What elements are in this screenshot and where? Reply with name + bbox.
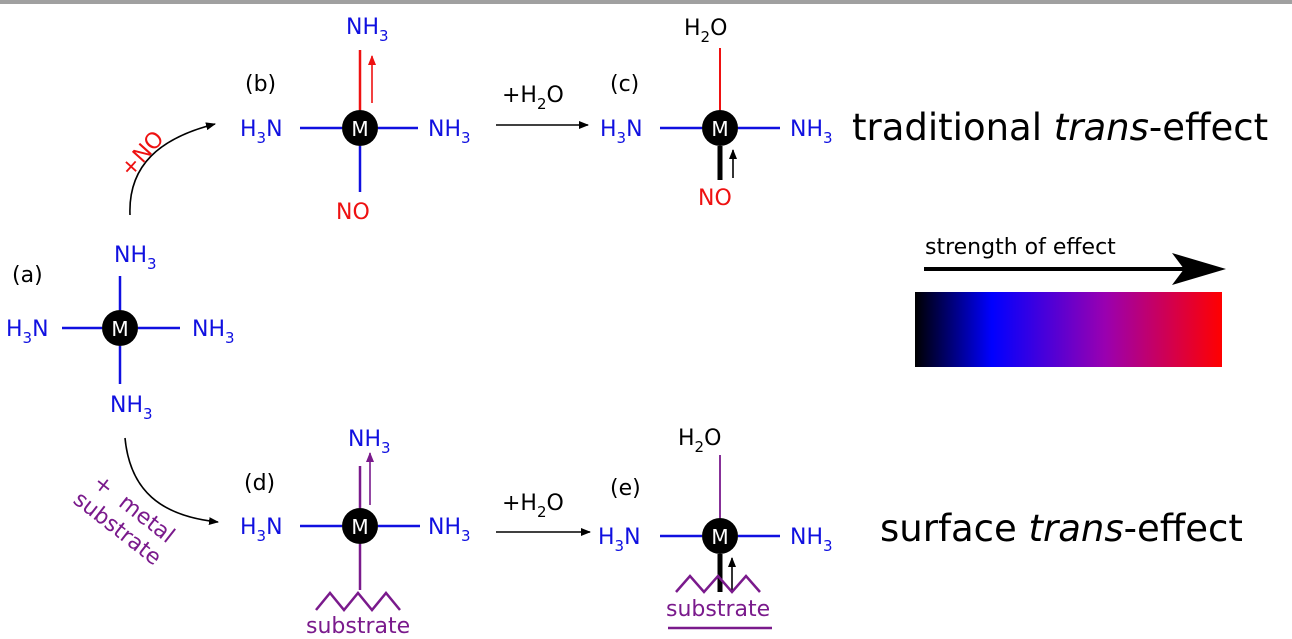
- complex-b: (b) M NH3 NO H3N NH3: [240, 15, 471, 225]
- reagent-plus-water-bottom: +H2O: [502, 491, 564, 521]
- complex-c: (c) M H2O NO H3N NH3: [600, 16, 833, 211]
- ligand-a-bottom: NH3: [110, 393, 153, 423]
- ligand-d-left: H3N: [240, 515, 283, 545]
- top-rule: [0, 0, 1292, 4]
- curved-arrow-icon: [124, 437, 219, 526]
- label-b: (b): [245, 72, 276, 97]
- metal-atom-icon: M: [702, 518, 738, 554]
- ligand-c-bottom: NO: [698, 186, 732, 211]
- straight-arrow-icon: [1172, 253, 1226, 285]
- label-d: (d): [244, 471, 275, 496]
- ligand-a-left: H3N: [6, 317, 49, 347]
- substrate-label-d: substrate: [306, 614, 410, 639]
- zigzag-surface-icon: [315, 591, 401, 612]
- label-a: (a): [12, 263, 43, 288]
- ligand-d-top: NH3: [348, 427, 391, 457]
- ligand-b-top: NH3: [346, 15, 389, 45]
- metal-atom-icon: M: [342, 508, 378, 544]
- label-e: (e): [610, 476, 641, 501]
- metal-symbol: M: [351, 117, 368, 141]
- complex-e: (e) M H2O H3N NH3 substrate: [598, 426, 833, 630]
- metal-atom-icon: M: [102, 310, 138, 346]
- strength-legend: strength of effect: [915, 235, 1226, 367]
- metal-symbol: M: [711, 117, 728, 141]
- title-traditional: traditional trans-effect: [852, 106, 1268, 149]
- metal-symbol: M: [351, 515, 368, 539]
- ligand-c-right: NH3: [790, 117, 833, 147]
- metal-symbol: M: [711, 525, 728, 549]
- ligand-a-top: NH3: [114, 243, 157, 273]
- zigzag-surface-icon: [675, 574, 761, 594]
- curved-arrow-icon: [129, 122, 216, 216]
- metal-symbol: M: [111, 317, 128, 341]
- reagent-plus-water-top: +H2O: [502, 83, 564, 113]
- metal-atom-icon: M: [702, 110, 738, 146]
- ligand-b-left: H3N: [240, 117, 283, 147]
- strength-gradient-bar: [915, 292, 1222, 367]
- legend-label: strength of effect: [925, 235, 1116, 260]
- ligand-e-right: NH3: [790, 525, 833, 555]
- complex-a: (a) M NH3 NH3 H3N NH3: [6, 243, 235, 423]
- ligand-c-top: H2O: [684, 16, 727, 46]
- complex-d: (d) M NH3 H3N NH3 substrate: [240, 427, 471, 639]
- ligand-b-bottom: NO: [336, 200, 370, 225]
- ligand-e-top: H2O: [678, 426, 721, 456]
- substrate-label-e: substrate: [666, 597, 770, 622]
- metal-atom-icon: M: [342, 110, 378, 146]
- label-c: (c): [610, 72, 639, 97]
- ligand-c-left: H3N: [600, 117, 643, 147]
- reagent-plus-no: +NO: [116, 126, 170, 182]
- ligand-a-right: NH3: [192, 317, 235, 347]
- ligand-b-right: NH3: [428, 117, 471, 147]
- ligand-e-left: H3N: [598, 525, 641, 555]
- ligand-d-right: NH3: [428, 515, 471, 545]
- title-surface: surface trans-effect: [880, 507, 1243, 550]
